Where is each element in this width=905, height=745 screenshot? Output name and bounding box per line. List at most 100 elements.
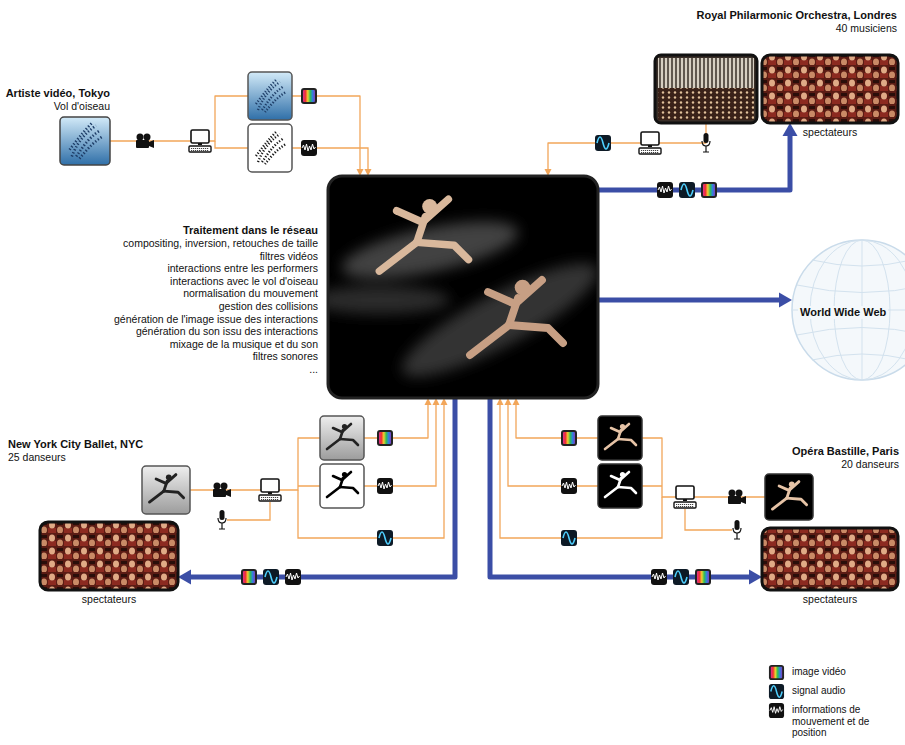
connector-line (598, 298, 780, 303)
signal-wires-part (298, 405, 444, 538)
stream-icons-part (301, 140, 317, 156)
node-text: 25 danseurs (8, 451, 143, 464)
text-block: Royal Philarmonic Orchestra, Londres40 m… (696, 9, 897, 35)
text-block: Traitement dans le réseaucompositing, in… (114, 224, 318, 376)
capture-devices-part (733, 520, 741, 539)
orchestra-picture-part (658, 88, 754, 120)
stream-icons-part (263, 569, 279, 585)
legend-text: image vidéo (792, 664, 846, 678)
signal-wires-part (500, 405, 662, 538)
stream-icons-part (561, 530, 577, 546)
stream-icons-part (561, 430, 577, 446)
stream-icons-part (241, 569, 257, 585)
bird-thumbnails-part (256, 132, 286, 164)
ballet-pictures-part (320, 416, 364, 460)
ballet-pictures-part (327, 424, 358, 449)
node-text: 20 danseurs (792, 458, 899, 471)
capture-devices-part (213, 483, 231, 498)
arrowhead (779, 293, 792, 308)
legend-item: signal audio (768, 683, 884, 700)
connector-line (598, 135, 790, 190)
audience-pictures-part (40, 522, 178, 590)
node-text: génération de l'image issue des interact… (114, 313, 318, 326)
stream-icons-part (377, 430, 393, 446)
ballet-pictures-part (773, 481, 807, 509)
capture-devices-part (218, 510, 226, 529)
node-text: ... (114, 363, 318, 376)
audience-node: spectateurs (40, 522, 178, 590)
stream-icons-part (377, 478, 393, 494)
globe-picture-part (792, 260, 905, 360)
legend: image vidéo signal audio informations de m… (768, 664, 884, 741)
capture-devices-part (702, 133, 710, 152)
connector-line (490, 398, 750, 577)
stream-icons-part (285, 569, 301, 585)
node-text: génération du son issu des interactions (114, 325, 318, 338)
stream-icons-part (695, 569, 711, 585)
node-heading: Royal Philarmonic Orchestra, Londres (696, 9, 897, 22)
video-artist-picture-part (70, 123, 103, 158)
ballet-pictures-part (327, 472, 358, 497)
arrowhead (783, 123, 798, 136)
bird-thumbnails (248, 72, 292, 172)
signal-arrow (545, 123, 707, 176)
node-text: compositing, inversion, retouches de tai… (114, 237, 318, 250)
ballet-pictures-part (605, 472, 636, 497)
text-block: spectateurs (762, 126, 898, 139)
network-processing-picture-part-part (328, 210, 598, 395)
network-processing-picture-part-part (470, 280, 563, 355)
audience-pictures-part (762, 55, 898, 123)
stream-icons-part (377, 530, 393, 546)
text-block: New York City Ballet, NYC25 danseurs (8, 438, 143, 464)
capture-devices-part (189, 130, 211, 152)
broadcast-arrow (598, 293, 792, 308)
connector-line (190, 398, 455, 577)
orchestra-picture-part (658, 58, 754, 88)
orchestra-picture (655, 55, 757, 123)
audience-pictures (40, 55, 898, 590)
legend-text: signal audio (792, 683, 845, 697)
connector-line (190, 404, 428, 490)
orchestra-picture-part (655, 55, 757, 123)
legend-item: informations de mouvement et de position (768, 702, 884, 739)
node-text: mixage de la musique et du son (114, 338, 318, 351)
signal-wires-part (227, 502, 270, 520)
connector-line (548, 123, 706, 170)
network-processing-picture-part (328, 199, 598, 395)
capture-devices-part (728, 490, 746, 505)
signal-wires-part (685, 509, 732, 530)
network-processing-picture (310, 176, 609, 398)
bird-thumbnails-part (256, 80, 286, 112)
signal-arrow (190, 398, 432, 490)
ballet-node: Opéra Bastille, Paris20 danseurs (765, 474, 813, 520)
signal-wires-part (298, 405, 436, 486)
stream-icons-part (651, 569, 667, 585)
network-processing-picture-part (328, 176, 598, 398)
legend-icon (768, 683, 785, 700)
node-text: spectateurs (40, 593, 178, 606)
stream-icons-part (561, 478, 577, 494)
ballet-pictures-part (320, 464, 364, 508)
capture-devices-part (674, 486, 696, 508)
node-text: Vol d'oiseau (6, 100, 110, 113)
text-block: spectateurs (40, 593, 178, 606)
ballet-pictures-part (598, 464, 642, 508)
node-text: gestion des collisions (114, 300, 318, 313)
stream-icons-part (701, 182, 717, 198)
network-processing-picture-part-part (379, 199, 468, 271)
network-processing-picture-part-part-part (328, 286, 450, 314)
capture-devices-part (136, 134, 154, 149)
legend-icon (768, 702, 785, 719)
node-text: normalisation du mouvement (114, 287, 318, 300)
broadcast-arrow (490, 398, 762, 585)
web-node: World Wide Web (792, 240, 905, 380)
orchestra-node: Royal Philarmonic Orchestra, Londres40 m… (655, 55, 757, 123)
text-block: spectateurs (762, 593, 898, 606)
legend-icon (769, 684, 784, 699)
arrowhead (749, 570, 762, 585)
node-text: interactions entre les performers (114, 262, 318, 275)
ballet-pictures (142, 416, 813, 520)
